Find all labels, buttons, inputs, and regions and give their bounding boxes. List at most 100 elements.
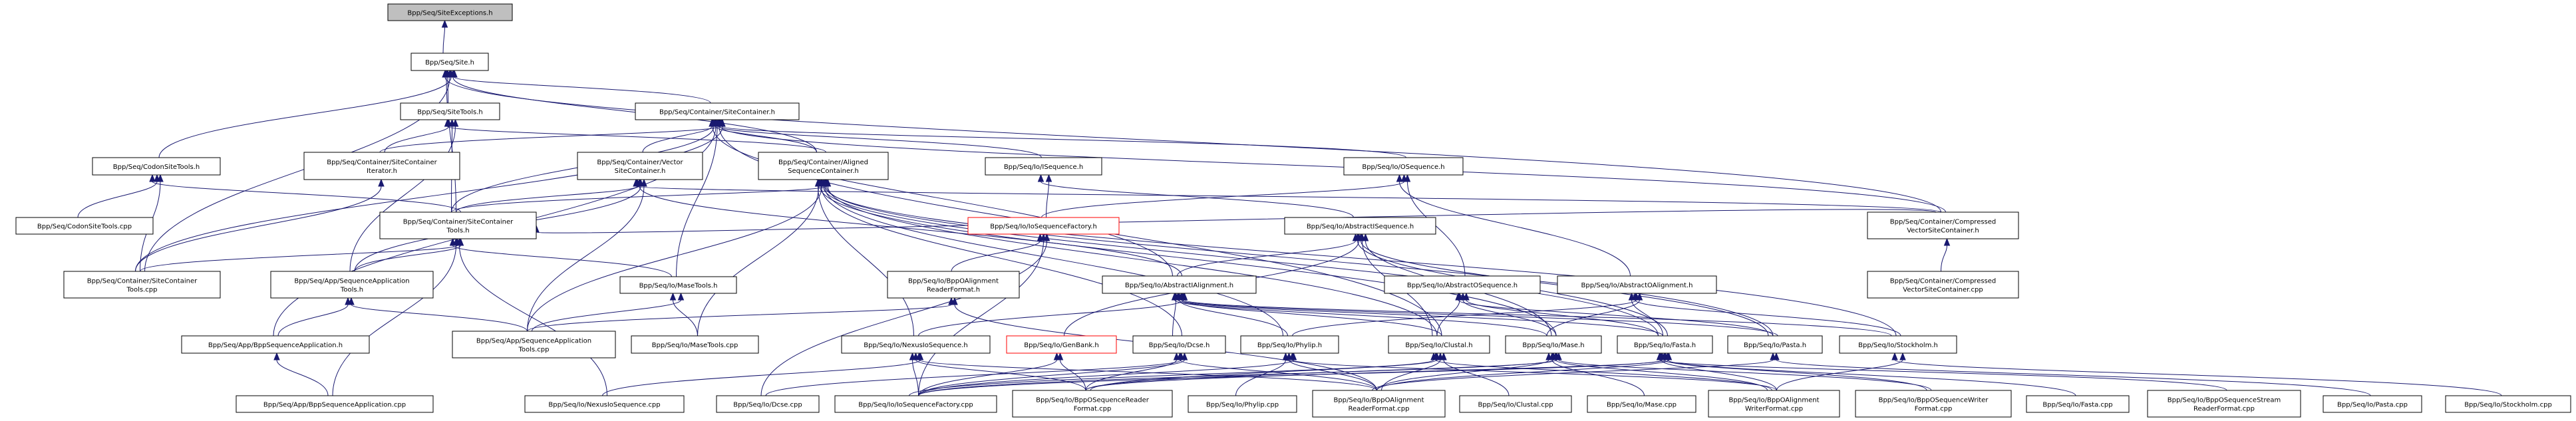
node-box[interactable]	[577, 152, 703, 180]
node-bpp-seq-io-phylip-h[interactable]: Bpp/Seq/Io/Phylip.h	[1240, 335, 1339, 354]
node-bpp-seq-container-sitecontaineriterator-h[interactable]: Bpp/Seq/Container/SiteContainerIterator.…	[303, 152, 460, 180]
node-bpp-seq-codonsitetools-h[interactable]: Bpp/Seq/CodonSiteTools.h	[92, 157, 221, 176]
node-box[interactable]	[887, 271, 1020, 299]
node-box[interactable]	[1557, 275, 1717, 294]
node-bpp-seq-io-masetools-h[interactable]: Bpp/Seq/Io/MaseTools.h	[619, 276, 737, 294]
node-box[interactable]	[1006, 335, 1117, 354]
node-bpp-seq-io-isequence-h[interactable]: Bpp/Seq/Io/ISequence.h	[985, 157, 1102, 176]
node-box[interactable]	[410, 53, 489, 71]
node-box[interactable]	[1727, 335, 1823, 354]
node-box[interactable]	[452, 331, 616, 358]
node-bpp-seq-site-h[interactable]: Bpp/Seq/Site.h	[410, 53, 489, 71]
node-bpp-seq-io-phylip-cpp[interactable]: Bpp/Seq/Io/Phylip.cpp	[1188, 395, 1297, 413]
node-box[interactable]	[1617, 335, 1713, 354]
node-box[interactable]	[1388, 335, 1490, 354]
node-bpp-seq-io-osequence-h[interactable]: Bpp/Seq/Io/OSequence.h	[1343, 157, 1464, 176]
node-box[interactable]	[181, 335, 370, 354]
node-bpp-seq-io-abstractosequence-h[interactable]: Bpp/Seq/Io/AbstractOSequence.h	[1384, 275, 1541, 294]
node-bpp-seq-io-nexusiosequence-h[interactable]: Bpp/Seq/Io/NexusIoSequence.h	[841, 335, 991, 354]
node-bpp-seq-container-compressedvectorsitecontainer-h[interactable]: Bpp/Seq/Container/CompressedVectorSiteCo…	[1867, 211, 2019, 239]
node-bpp-seq-app-bppsequenceapplication-cpp[interactable]: Bpp/Seq/App/BppSequenceApplication.cpp	[236, 395, 434, 413]
node-box[interactable]	[2323, 395, 2422, 413]
node-box[interactable]	[985, 157, 1102, 176]
node-box[interactable]	[63, 271, 221, 299]
node-bpp-seq-io-mase-cpp[interactable]: Bpp/Seq/Io/Mase.cpp	[1587, 395, 1696, 413]
node-box[interactable]	[524, 395, 685, 413]
node-box[interactable]	[236, 395, 434, 413]
node-bpp-seq-io-stockholm-cpp[interactable]: Bpp/Seq/Io/Stockholm.cpp	[2445, 395, 2571, 413]
node-box[interactable]	[15, 217, 154, 235]
node-bpp-seq-siteexceptions-h[interactable]: Bpp/Seq/SiteExceptions.h	[387, 3, 513, 21]
node-box[interactable]	[1587, 395, 1696, 413]
node-bpp-seq-io-dcse-h[interactable]: Bpp/Seq/Io/Dcse.h	[1132, 335, 1226, 354]
node-box[interactable]	[92, 157, 221, 176]
node-bpp-seq-codonsitetools-cpp[interactable]: Bpp/Seq/CodonSiteTools.cpp	[15, 217, 154, 235]
node-box[interactable]	[400, 102, 500, 120]
node-box[interactable]	[1312, 390, 1446, 418]
node-bpp-seq-io-genbank-h[interactable]: Bpp/Seq/Io/GenBank.h	[1006, 335, 1117, 354]
node-box[interactable]	[2026, 395, 2130, 413]
node-box[interactable]	[841, 335, 991, 354]
node-box[interactable]	[758, 152, 889, 180]
node-box[interactable]	[1188, 395, 1297, 413]
node-bpp-seq-io-bpposequencestreamreaderformat-cpp[interactable]: Bpp/Seq/Io/BppOSequenceStreamReaderForma…	[2147, 390, 2301, 418]
node-box[interactable]	[1505, 335, 1602, 354]
node-bpp-seq-container-compressedvectorsitecontainer-cpp[interactable]: Bpp/Seq/Container/CompressedVectorSiteCo…	[1867, 271, 2019, 299]
node-bpp-seq-io-abstractialignment-h[interactable]: Bpp/Seq/Io/AbstractIAlignment.h	[1102, 275, 1257, 294]
node-box[interactable]	[1708, 390, 1840, 418]
node-box[interactable]	[1284, 217, 1436, 235]
node-bpp-seq-io-iosequencefactory-h[interactable]: Bpp/Seq/Io/IoSequenceFactory.h	[967, 217, 1120, 235]
node-bpp-seq-io-fasta-cpp[interactable]: Bpp/Seq/Io/Fasta.cpp	[2026, 395, 2130, 413]
node-bpp-seq-sitetools-h[interactable]: Bpp/Seq/SiteTools.h	[400, 102, 500, 120]
node-bpp-seq-io-fasta-h[interactable]: Bpp/Seq/Io/Fasta.h	[1617, 335, 1713, 354]
node-box[interactable]	[1102, 275, 1257, 294]
node-bpp-seq-io-pasta-h[interactable]: Bpp/Seq/Io/Pasta.h	[1727, 335, 1823, 354]
node-box[interactable]	[619, 276, 737, 294]
node-box[interactable]	[967, 217, 1120, 235]
node-bpp-seq-app-bppsequenceapplication-h[interactable]: Bpp/Seq/App/BppSequenceApplication.h	[181, 335, 370, 354]
node-box[interactable]	[1012, 390, 1173, 418]
node-bpp-seq-io-stockholm-h[interactable]: Bpp/Seq/Io/Stockholm.h	[1839, 335, 1957, 354]
node-box[interactable]	[1867, 271, 2019, 299]
node-box[interactable]	[303, 152, 460, 180]
node-bpp-seq-io-dcse-cpp[interactable]: Bpp/Seq/Io/Dcse.cpp	[716, 395, 820, 413]
node-bpp-seq-io-masetools-cpp[interactable]: Bpp/Seq/Io/MaseTools.cpp	[631, 335, 759, 354]
node-box[interactable]	[270, 271, 434, 299]
node-bpp-seq-container-alignedsequencecontainer-h[interactable]: Bpp/Seq/Container/AlignedSequenceContain…	[758, 152, 889, 180]
node-box[interactable]	[631, 335, 759, 354]
node-box[interactable]	[1240, 335, 1339, 354]
node-box[interactable]	[1343, 157, 1464, 176]
node-bpp-seq-io-clustal-h[interactable]: Bpp/Seq/Io/Clustal.h	[1388, 335, 1490, 354]
node-box[interactable]	[1384, 275, 1541, 294]
node-bpp-seq-io-mase-h[interactable]: Bpp/Seq/Io/Mase.h	[1505, 335, 1602, 354]
node-bpp-seq-io-abstractisequence-h[interactable]: Bpp/Seq/Io/AbstractISequence.h	[1284, 217, 1436, 235]
node-bpp-seq-io-clustal-cpp[interactable]: Bpp/Seq/Io/Clustal.cpp	[1459, 395, 1572, 413]
node-box[interactable]	[2445, 395, 2571, 413]
node-box[interactable]	[379, 211, 537, 239]
node-bpp-seq-io-abstractoalignment-h[interactable]: Bpp/Seq/Io/AbstractOAlignment.h	[1557, 275, 1717, 294]
node-bpp-seq-io-nexusiosequence-cpp[interactable]: Bpp/Seq/Io/NexusIoSequence.cpp	[524, 395, 685, 413]
node-bpp-seq-io-pasta-cpp[interactable]: Bpp/Seq/Io/Pasta.cpp	[2323, 395, 2422, 413]
node-box[interactable]	[1867, 211, 2019, 239]
node-bpp-seq-io-iosequencefactory-cpp[interactable]: Bpp/Seq/Io/IoSequenceFactory.cpp	[834, 395, 997, 413]
node-box[interactable]	[1839, 335, 1957, 354]
node-box[interactable]	[635, 102, 800, 120]
node-box[interactable]	[716, 395, 820, 413]
node-bpp-seq-container-sitecontainer-h[interactable]: Bpp/Seq/Container/SiteContainer.h	[635, 102, 800, 120]
node-box[interactable]	[1459, 395, 1572, 413]
node-box[interactable]	[834, 395, 997, 413]
node-box[interactable]	[387, 3, 513, 21]
node-box[interactable]	[2147, 390, 2301, 418]
node-box[interactable]	[1132, 335, 1226, 354]
node-bpp-seq-container-vectorsitecontainer-h[interactable]: Bpp/Seq/Container/VectorSiteContainer.h	[577, 152, 703, 180]
node-box[interactable]	[1855, 390, 2012, 418]
